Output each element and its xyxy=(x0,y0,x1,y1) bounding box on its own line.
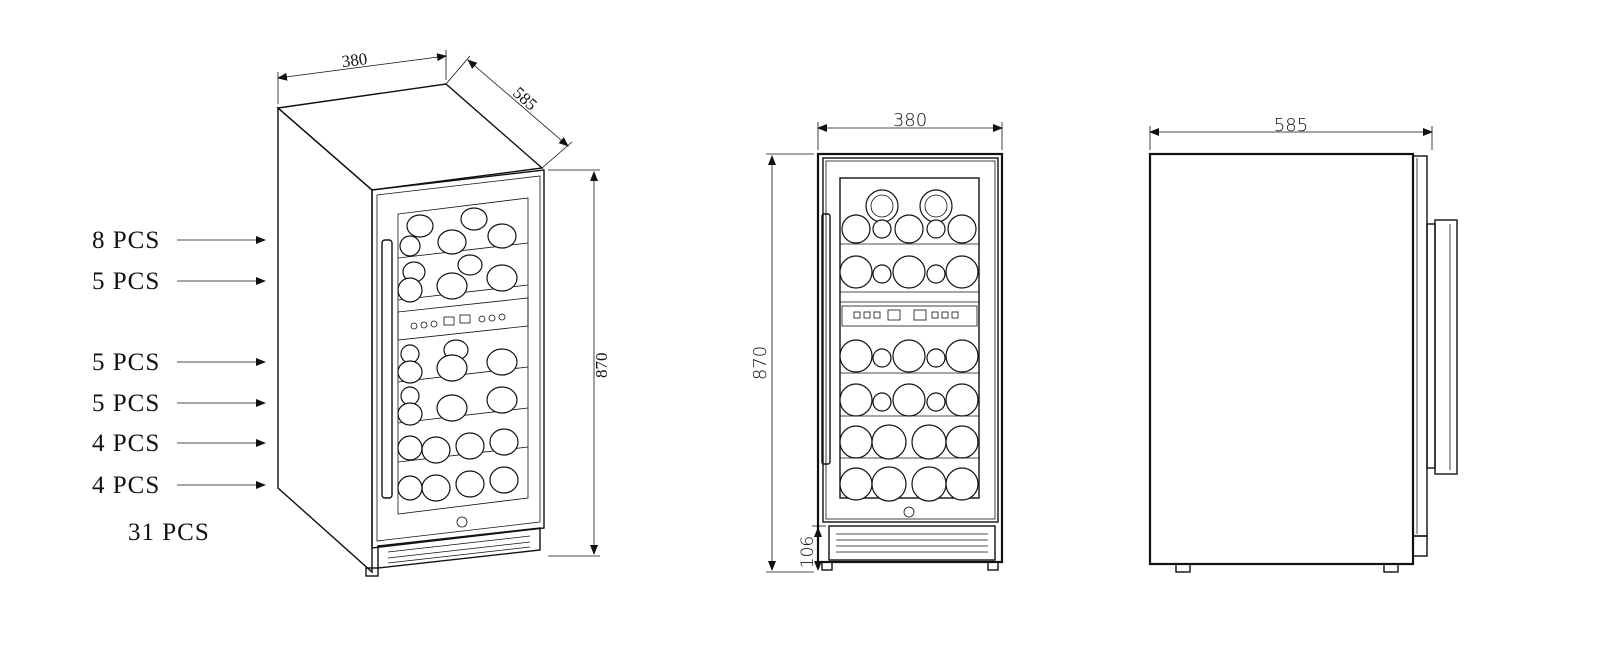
side-view: 585 xyxy=(1148,115,1458,573)
front-door-frame xyxy=(822,157,999,523)
capacity-row-1: 8 PCS xyxy=(92,227,160,254)
side-handle-bar xyxy=(1434,219,1458,475)
iso-lock-icon xyxy=(456,516,468,528)
iso-control-buttons xyxy=(410,313,506,330)
side-door-edge xyxy=(1412,155,1428,537)
iso-foot xyxy=(365,567,379,577)
capacity-row-2: 5 PCS xyxy=(92,268,160,295)
iso-width-label: 380 xyxy=(341,49,369,71)
front-width-label: 380 xyxy=(893,110,927,131)
side-foot-back xyxy=(1383,563,1399,573)
isometric-view: 380 585 870 xyxy=(276,49,611,577)
capacity-total: 31 PCS xyxy=(128,519,210,546)
iso-control-panel xyxy=(397,297,529,341)
side-cabinet xyxy=(1148,152,1415,566)
front-view: 380 870 106 xyxy=(750,110,1004,573)
iso-vent-grille xyxy=(377,527,541,569)
iso-top-face xyxy=(276,83,544,191)
front-handle xyxy=(821,213,831,465)
side-kick-plate xyxy=(1412,535,1428,557)
front-kick-label: 106 xyxy=(798,536,818,568)
front-vent-slots xyxy=(836,533,988,553)
iso-depth-label: 585 xyxy=(509,83,541,114)
front-control-panel xyxy=(841,305,978,327)
capacity-row-3: 5 PCS xyxy=(92,349,160,376)
front-cabinet xyxy=(816,152,1004,564)
capacity-legend: 8 PCS 5 PCS 5 PCS 5 PCS 4 PCS 4 PCS 31 P… xyxy=(92,227,266,546)
iso-side-face xyxy=(277,106,373,574)
front-shelves xyxy=(840,243,979,459)
front-glass xyxy=(839,177,980,499)
front-bottles xyxy=(839,189,979,502)
side-foot-front xyxy=(1175,563,1191,573)
front-lock-icon xyxy=(903,506,915,518)
side-handle xyxy=(1426,223,1436,469)
iso-bottles xyxy=(397,207,519,502)
iso-handle xyxy=(381,239,393,499)
iso-height-label: 870 xyxy=(592,353,611,379)
front-foot-left xyxy=(821,561,833,571)
front-vent-grille xyxy=(828,525,996,561)
iso-front-frame xyxy=(371,169,545,549)
front-height-label: 870 xyxy=(750,346,771,380)
iso-vent-slots xyxy=(387,535,531,564)
capacity-row-4: 5 PCS xyxy=(92,390,160,417)
front-control-buttons xyxy=(853,309,959,321)
capacity-row-6: 4 PCS xyxy=(92,472,160,499)
front-foot-right xyxy=(987,561,999,571)
capacity-row-5: 4 PCS xyxy=(92,430,160,457)
side-depth-label: 585 xyxy=(1274,115,1308,136)
